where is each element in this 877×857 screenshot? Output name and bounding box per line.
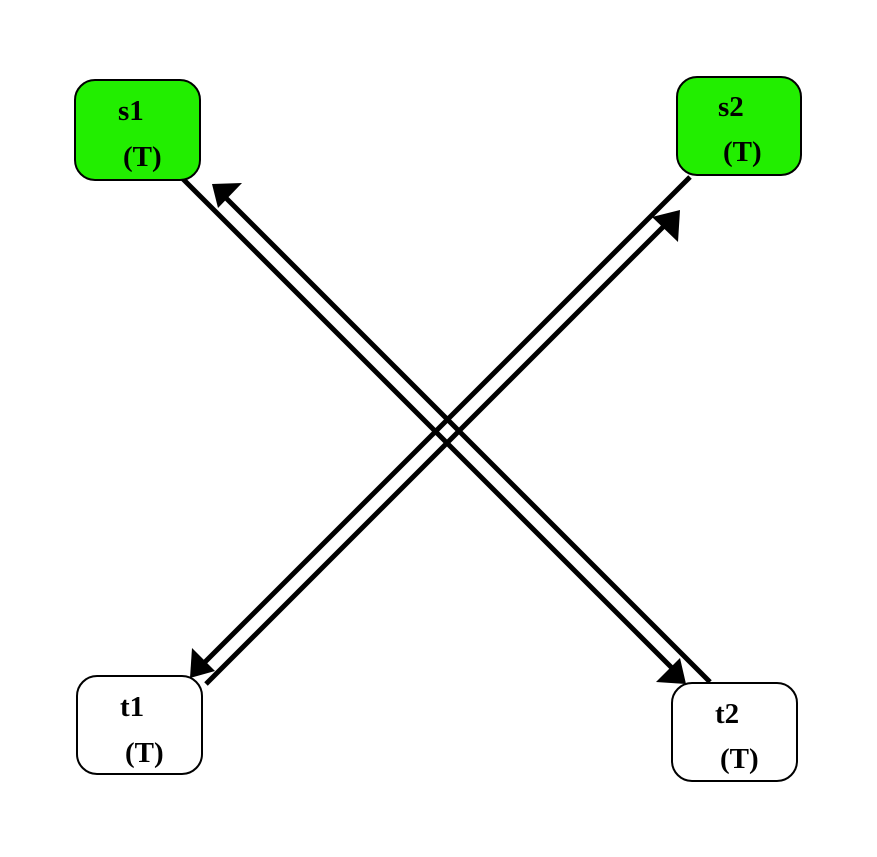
node-t2-box <box>671 682 798 782</box>
edge-t1-to-s2 <box>204 212 678 686</box>
node-t2-name: t2 <box>715 698 739 730</box>
node-s1-box <box>74 79 201 181</box>
node-s1-sub: (T) <box>123 141 162 173</box>
node-s1-name: s1 <box>118 95 144 127</box>
node-s2[interactable]: s2 (T) <box>676 76 802 176</box>
edge-s1-to-t2 <box>180 176 684 680</box>
node-t2[interactable]: t2 (T) <box>671 682 798 782</box>
arrowhead-s1 <box>212 183 242 208</box>
node-t1-name: t1 <box>120 691 144 723</box>
node-t1[interactable]: t1 (T) <box>76 675 203 775</box>
edge-t2-to-s1 <box>214 186 712 684</box>
arrowhead-s2 <box>652 210 680 242</box>
node-t1-box <box>76 675 203 775</box>
node-t1-sub: (T) <box>125 737 164 769</box>
node-s1[interactable]: s1 (T) <box>74 79 201 181</box>
node-s2-name: s2 <box>718 91 744 123</box>
arrowhead-t2 <box>656 658 686 684</box>
node-t2-sub: (T) <box>720 743 759 775</box>
edge-s2-to-t1 <box>192 175 692 675</box>
node-s2-sub: (T) <box>723 136 762 168</box>
node-s2-box <box>676 76 802 176</box>
arrowhead-t1 <box>190 648 215 678</box>
